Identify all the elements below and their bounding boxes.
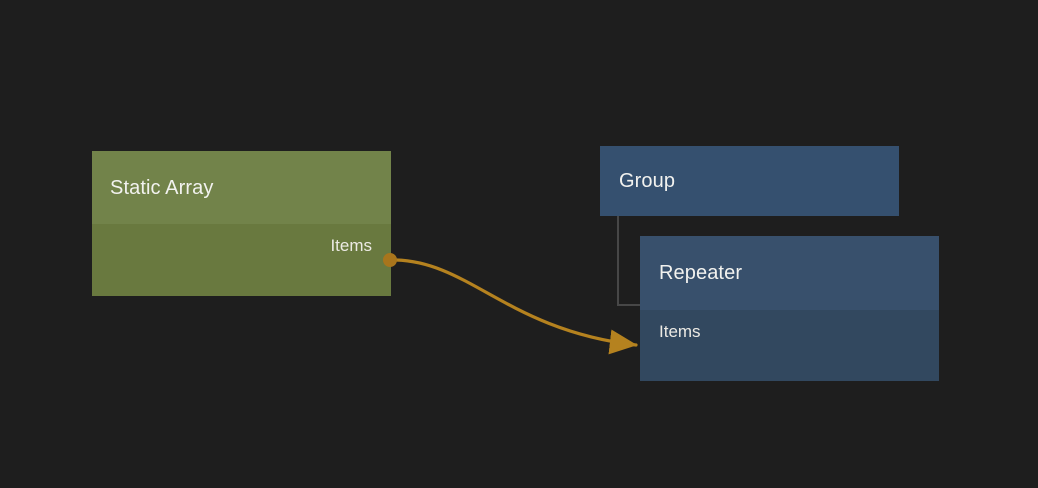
node-static-array-title: Static Array [110, 176, 214, 199]
port-label-repeater-items: Items [659, 321, 701, 341]
node-repeater-header[interactable]: Repeater [640, 236, 939, 310]
port-label-static-array-items: Items [330, 235, 372, 255]
node-group-title: Group [619, 170, 676, 192]
hierarchy-connector-group-to-repeater [617, 216, 641, 306]
node-repeater-title: Repeater [659, 262, 743, 284]
node-static-array[interactable]: Static Array Items [92, 151, 391, 296]
edge-static-array-items-to-repeater-items[interactable] [394, 258, 638, 355]
port-dot-static-array-items-output[interactable] [383, 253, 397, 267]
node-group[interactable]: Group [600, 146, 899, 216]
port-row-static-array-items[interactable]: Items [92, 224, 391, 266]
node-static-array-header[interactable]: Static Array [92, 151, 391, 224]
node-repeater-body: Items [640, 310, 939, 381]
node-static-array-body: Items [92, 224, 391, 296]
port-row-repeater-items[interactable]: Items [640, 310, 939, 352]
node-repeater[interactable]: Repeater Items [640, 236, 939, 381]
node-group-header[interactable]: Group [600, 146, 899, 216]
